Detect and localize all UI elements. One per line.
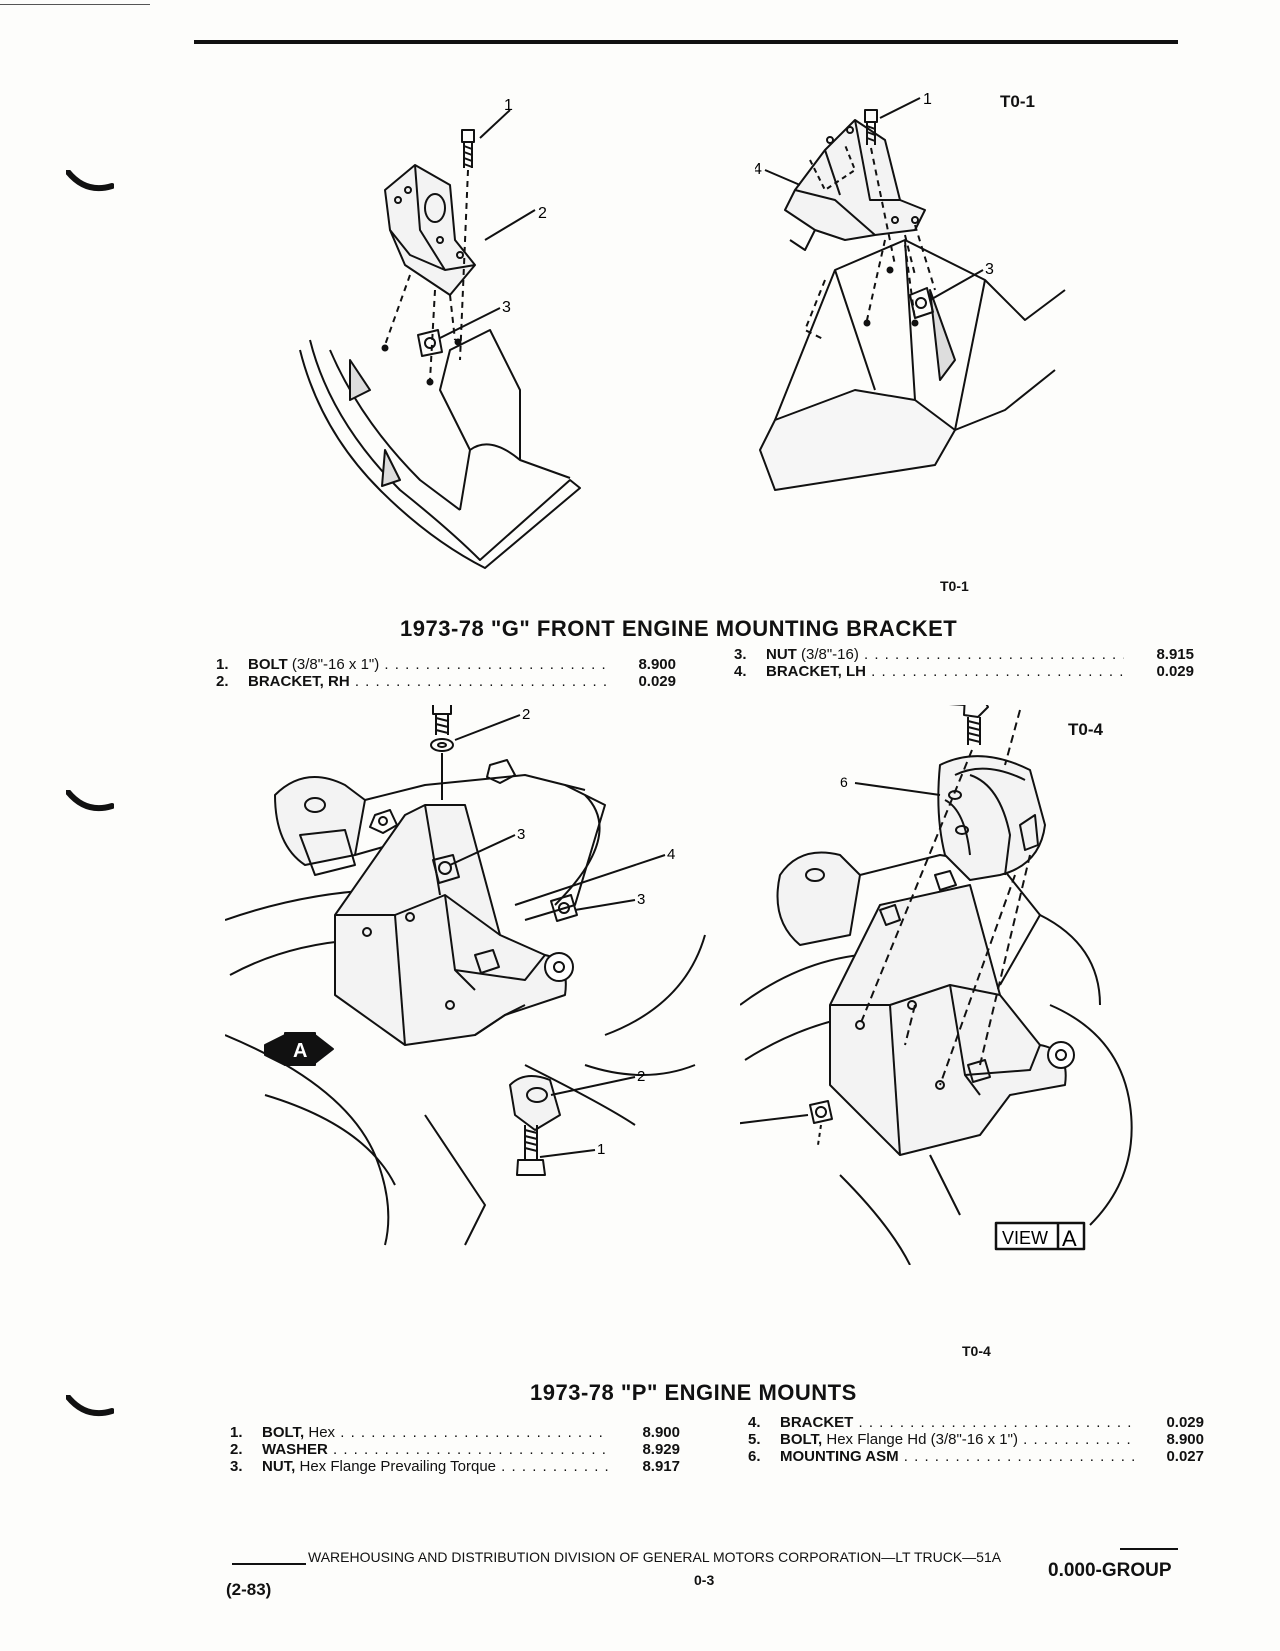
callout-label: 3 [985, 261, 994, 278]
part-code: 8.900 [638, 656, 676, 673]
part-code: 8.915 [1156, 646, 1194, 663]
callout-label: 4 [667, 846, 675, 863]
hole-punch-mark [66, 170, 114, 192]
section1-parts-right: 3. NUT (3/8"-16) 8.915 4. BRACKET, LH 0.… [734, 646, 1194, 680]
part-row: 3. NUT, Hex Flange Prevailing Torque 8.9… [230, 1458, 680, 1475]
figure-g-bracket-lh: 1 4 3 [755, 90, 1075, 510]
callout-label: 3 [517, 826, 525, 843]
part-row: 4. BRACKET 0.029 [748, 1414, 1204, 1431]
footer-group: 0.000-GROUP [1048, 1560, 1172, 1581]
figure-code-section2: T0-4 [962, 1343, 991, 1359]
part-name: BOLT, Hex Flange Hd (3/8"-16 x 1") [780, 1431, 1134, 1448]
part-code: 8.900 [1166, 1431, 1204, 1448]
part-number: 3. [734, 646, 747, 663]
figure-g-bracket-rh: 1 2 3 [290, 90, 630, 590]
part-number: 2. [216, 673, 229, 690]
part-name: BRACKET, LH [766, 663, 1124, 680]
part-number: 1. [216, 656, 229, 673]
callout-label: 2 [637, 1068, 645, 1085]
hole-punch-mark [66, 790, 114, 812]
part-number: 3. [230, 1458, 243, 1475]
callout-label: 6 [840, 774, 848, 790]
part-row: 5. BOLT, Hex Flange Hd (3/8"-16 x 1") 8.… [748, 1431, 1204, 1448]
part-code: 0.029 [638, 673, 676, 690]
hole-punch-mark [66, 1395, 114, 1417]
footer-rule-left [232, 1563, 306, 1565]
callout-label: 3 [637, 891, 645, 908]
footer-date: (2-83) [226, 1580, 272, 1599]
view-marker-letter: A [293, 1040, 307, 1062]
part-code: 0.029 [1166, 1414, 1204, 1431]
section1-title: 1973-78 "G" FRONT ENGINE MOUNTING BRACKE… [400, 616, 958, 641]
part-name: BOLT (3/8"-16 x 1") [248, 656, 606, 673]
view-label: VIEW [1002, 1228, 1048, 1248]
part-code: 8.900 [642, 1424, 680, 1441]
part-name: BRACKET, RH [248, 673, 606, 690]
footer-division: WAREHOUSING AND DISTRIBUTION DIVISION OF… [308, 1549, 1002, 1565]
callout-label: 2 [538, 205, 547, 222]
figure-p-mounting-asm: 5 6 3 VIEW A [740, 705, 1200, 1265]
part-number: 4. [734, 663, 747, 680]
callout-label: 1 [504, 97, 513, 114]
part-name: NUT (3/8"-16) [766, 646, 1124, 663]
callout-label: 5 [870, 705, 878, 708]
part-name: WASHER [262, 1441, 610, 1458]
section1-parts-left: 1. BOLT (3/8"-16 x 1") 8.900 2. BRACKET,… [216, 656, 676, 690]
part-code: 8.917 [642, 1458, 680, 1475]
part-number: 6. [748, 1448, 761, 1465]
part-number: 4. [748, 1414, 761, 1431]
view-letter: A [1062, 1226, 1077, 1251]
part-code: 0.029 [1156, 663, 1194, 680]
part-name: BOLT, Hex [262, 1424, 610, 1441]
part-row: 4. BRACKET, LH 0.029 [734, 663, 1194, 680]
callout-label: 1 [597, 1141, 605, 1158]
figure-code-section1: T0-1 [940, 578, 969, 594]
part-row: 1. BOLT, Hex 8.900 [230, 1424, 680, 1441]
section2-parts-left: 1. BOLT, Hex 8.900 2. WASHER 8.929 3. NU… [230, 1424, 680, 1475]
header-rule-thin [0, 4, 150, 5]
figure-code-bottom-right: T0-4 [1068, 720, 1103, 739]
part-name: BRACKET [780, 1414, 1134, 1431]
part-row: 6. MOUNTING ASM 0.027 [748, 1448, 1204, 1465]
figure-code-top-right: T0-1 [1000, 92, 1035, 111]
footer-page-number: 0-3 [694, 1572, 715, 1588]
part-code: 0.027 [1166, 1448, 1204, 1465]
part-code: 8.929 [642, 1441, 680, 1458]
section2-title: 1973-78 "P" ENGINE MOUNTS [530, 1380, 857, 1405]
part-row: 1. BOLT (3/8"-16 x 1") 8.900 [216, 656, 676, 673]
part-row: 3. NUT (3/8"-16) 8.915 [734, 646, 1194, 663]
footer-rule-right [1120, 1548, 1178, 1550]
callout-label: 3 [502, 299, 511, 316]
callout-label: 4 [755, 161, 762, 178]
part-number: 1. [230, 1424, 243, 1441]
part-number: 5. [748, 1431, 761, 1448]
part-name: NUT, Hex Flange Prevailing Torque [262, 1458, 610, 1475]
part-row: 2. BRACKET, RH 0.029 [216, 673, 676, 690]
part-number: 2. [230, 1441, 243, 1458]
part-name: MOUNTING ASM [780, 1448, 1134, 1465]
section2-parts-right: 4. BRACKET 0.029 5. BOLT, Hex Flange Hd … [748, 1414, 1204, 1465]
figure-p-bracket: 1 2 3 4 3 2 1 A [225, 705, 715, 1265]
callout-label: 2 [522, 706, 530, 723]
callout-label: 1 [923, 91, 932, 108]
header-rule [194, 40, 1178, 44]
part-row: 2. WASHER 8.929 [230, 1441, 680, 1458]
